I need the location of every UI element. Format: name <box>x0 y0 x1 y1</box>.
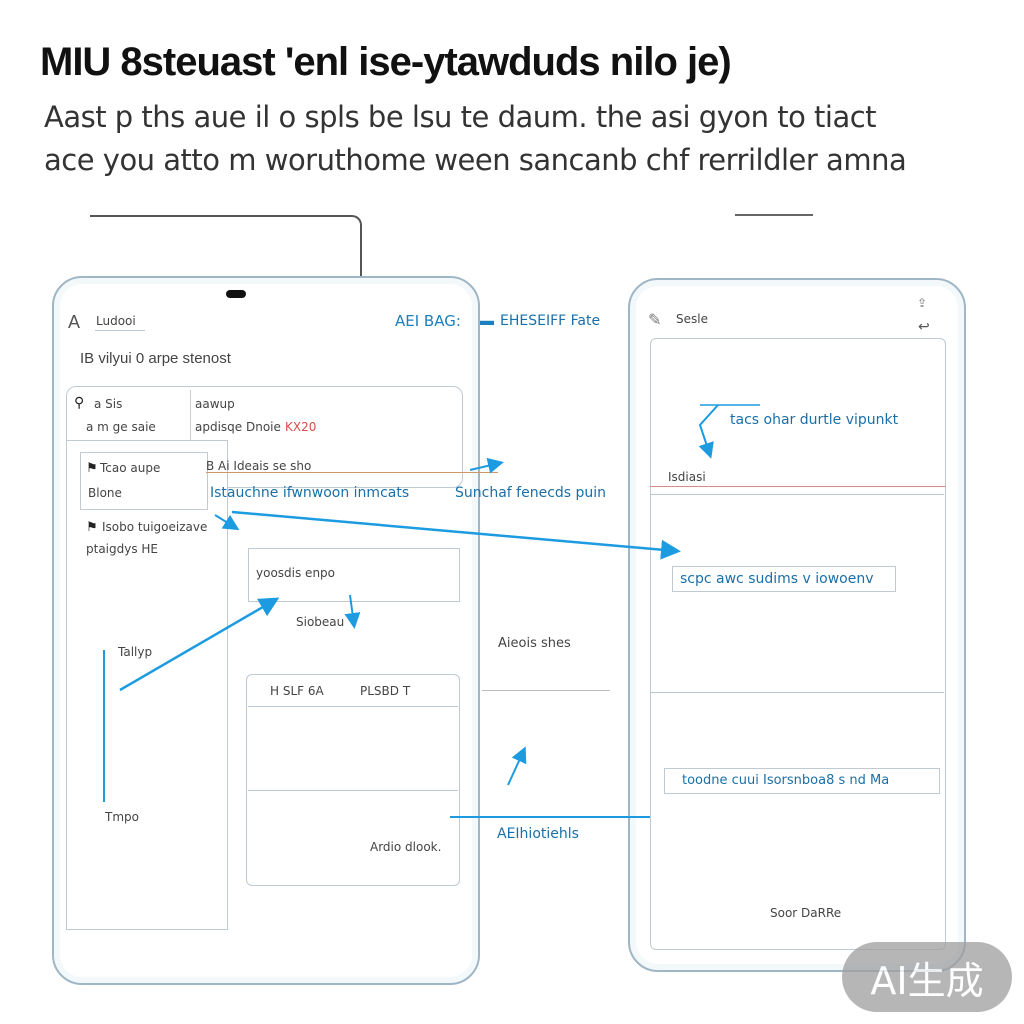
right-bracket-arrow <box>698 404 719 459</box>
arrow-to-tab <box>214 514 240 531</box>
center-box-text: yoosdis enpo <box>256 566 336 580</box>
list-item-4[interactable]: ptaigdys HE <box>86 542 159 556</box>
right-callout-2: scpc awc sudims v iowoenv <box>680 571 874 587</box>
table-header-2: PLSBD T <box>360 684 411 698</box>
subtitle-line-2: ace you atto m woruthome ween sancanb ch… <box>44 143 907 177</box>
center-box-1 <box>248 548 460 602</box>
section-title: IB vilyui 0 arpe stenost <box>80 350 231 367</box>
side-label-2: Tmpo <box>105 810 139 824</box>
middle-tab-label[interactable]: EHESEIFF Fate <box>500 313 601 329</box>
right-red-line <box>650 486 946 487</box>
arrow-inline <box>469 457 504 474</box>
table-divider-2 <box>248 790 458 791</box>
share-icon[interactable]: ⇪ <box>917 296 928 310</box>
right-divider-2 <box>650 692 944 693</box>
arrow-to-box-sub <box>344 594 361 629</box>
tag-icon: ▬ <box>480 312 494 328</box>
center-box-sub: Siobeau <box>296 615 345 629</box>
middle-callout: Sunchaf fenecds puin <box>455 485 607 501</box>
camera-notch <box>226 290 246 298</box>
subtitle-line-1: Aast p ths aue il o spls be lsu te daum.… <box>44 100 877 134</box>
inline-callout: Istauchne ifwnwoon inmcats <box>210 485 410 501</box>
arrow-to-right-callout <box>231 510 681 560</box>
right-small-label: Isdiasi <box>668 470 706 484</box>
list-item-2[interactable]: Blone <box>88 486 122 500</box>
right-content-panel <box>650 338 946 950</box>
ai-generated-badge: AI生成 <box>842 942 1012 1012</box>
table-divider-1 <box>248 706 458 707</box>
right-top-label: Sesle <box>676 312 708 326</box>
arrow-from-left-list <box>119 597 280 692</box>
list-item-3[interactable]: Isobo tuigoeizave <box>102 520 208 534</box>
row1-right: aawup <box>195 397 235 411</box>
font-icon[interactable]: A <box>68 312 81 332</box>
bottom-callout: AEIhiotiehls <box>497 826 579 842</box>
left-list-column <box>66 440 228 930</box>
list-item-1[interactable]: Tcao aupe <box>100 461 161 475</box>
watermark-text: AI生成 <box>870 958 984 1003</box>
middle-note: Aieois shes <box>498 636 571 651</box>
divider-top-right <box>735 214 813 216</box>
row2-red-mark: KX20 <box>285 420 317 434</box>
right-footer: Soor DaRRe <box>770 906 842 920</box>
right-callout-3-box <box>664 768 940 794</box>
top-right-label[interactable]: AEI BAG: <box>395 312 461 330</box>
top-left-label: Ludooi <box>96 314 136 328</box>
row2-left: a m ge saie <box>86 420 156 434</box>
pencil-icon[interactable]: ✎ <box>648 312 662 329</box>
right-callout-2-box <box>672 566 896 592</box>
row2-right: apdisqe Dnoie <box>195 420 281 434</box>
side-label-1: Tallyp <box>118 645 153 659</box>
page-title: MIU 8steuast 'enl ise-ytawduds nilo je) <box>40 40 732 84</box>
row1-left: a Sis <box>94 397 123 411</box>
item3-icon: ⚑ <box>86 519 98 534</box>
field-tag: B Ai Ideais se sho <box>206 459 312 473</box>
item-group-box <box>80 452 208 510</box>
right-callout-1: tacs ohar durtle vipunkt <box>730 412 899 428</box>
item1-icon: ⚑ <box>86 460 98 475</box>
label-underline <box>95 330 145 331</box>
right-callout-3: toodne cuui Isorsnboa8 s nd Ma <box>682 773 890 788</box>
middle-divider <box>482 690 610 691</box>
right-divider-1 <box>650 494 944 495</box>
table-footer: Ardio dlook. <box>370 840 442 854</box>
field-underline <box>206 472 498 473</box>
back-device-outline <box>90 215 362 277</box>
mid-up-arrow <box>507 746 527 786</box>
panel-divider <box>190 390 191 440</box>
back-icon[interactable]: ↩ <box>918 318 930 334</box>
bookmark-icon: ⚲ <box>74 394 85 410</box>
table-header-1: H SLF 6A <box>270 684 324 698</box>
table-box <box>246 674 460 886</box>
